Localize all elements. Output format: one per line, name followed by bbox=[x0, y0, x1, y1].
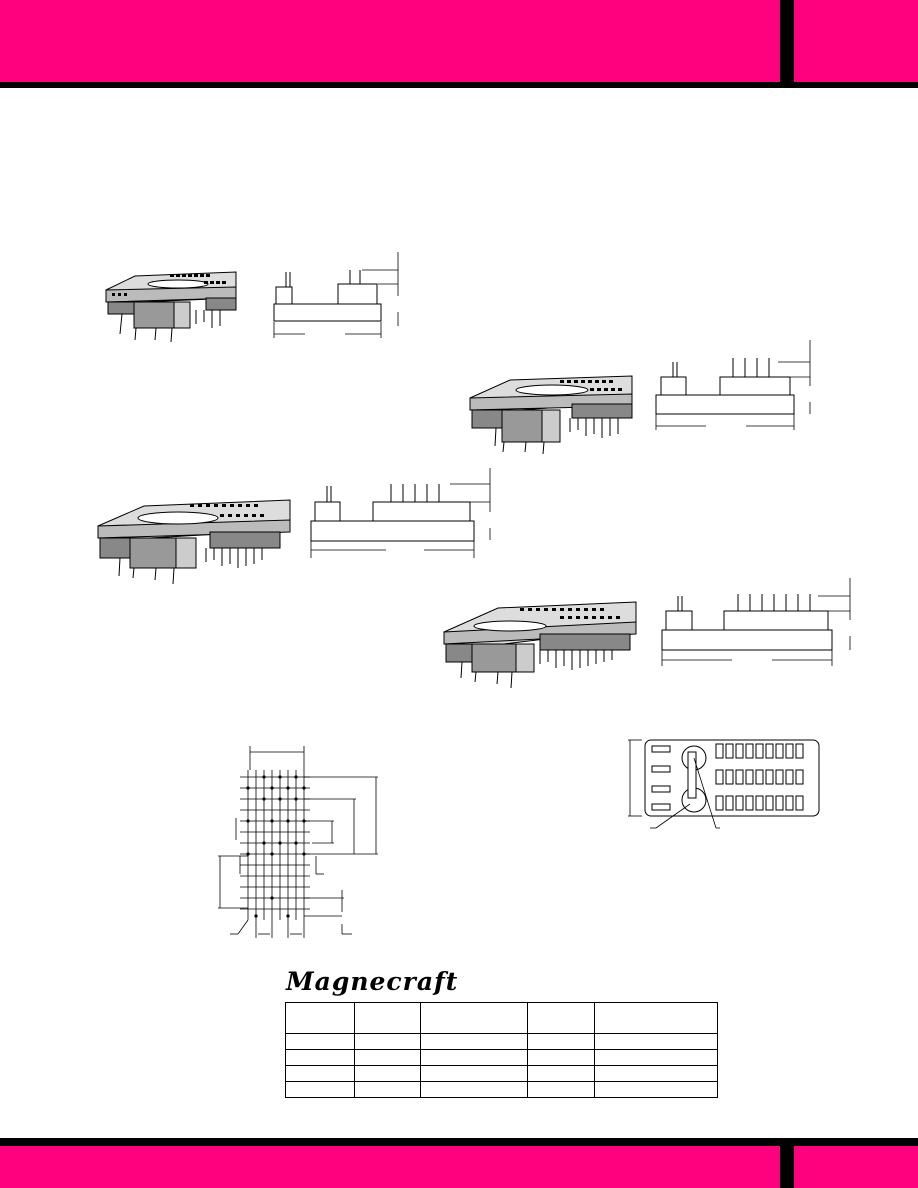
table-cell bbox=[594, 1033, 718, 1050]
table-cell bbox=[420, 1065, 528, 1082]
table-cell bbox=[285, 1049, 355, 1066]
table-cell bbox=[594, 1081, 718, 1098]
table-cell bbox=[285, 1002, 355, 1034]
top-header-band bbox=[0, 0, 918, 88]
side-view-4 bbox=[661, 578, 851, 666]
table-cell bbox=[420, 1033, 528, 1050]
side-view-1 bbox=[273, 252, 399, 338]
footer-side-panel bbox=[794, 1146, 918, 1188]
socket-top-view bbox=[628, 739, 820, 829]
header-side-panel bbox=[794, 0, 918, 82]
table-cell bbox=[354, 1002, 421, 1034]
footer-main-panel bbox=[0, 1146, 780, 1188]
table-cell bbox=[354, 1065, 421, 1082]
table-cell bbox=[594, 1002, 718, 1034]
socket-illustration-1 bbox=[105, 271, 237, 343]
table-cell bbox=[594, 1065, 718, 1082]
table-cell bbox=[285, 1081, 355, 1098]
socket-illustration-2 bbox=[469, 375, 633, 455]
table-cell bbox=[527, 1081, 595, 1098]
table-row bbox=[285, 1081, 718, 1098]
header-main-panel bbox=[0, 0, 780, 82]
table-cell bbox=[354, 1033, 421, 1050]
side-view-2 bbox=[655, 340, 811, 430]
table-cell bbox=[354, 1049, 421, 1066]
table-row bbox=[285, 1065, 718, 1082]
table-cell bbox=[420, 1002, 528, 1034]
table-cell bbox=[527, 1065, 595, 1082]
table-cell bbox=[527, 1033, 595, 1050]
pcb-mounting-grid bbox=[218, 746, 378, 938]
table-cell bbox=[420, 1081, 528, 1098]
spec-table bbox=[285, 1002, 718, 1098]
table-cell bbox=[527, 1002, 595, 1034]
table-cell bbox=[285, 1033, 355, 1050]
table-cell bbox=[354, 1081, 421, 1098]
table-row bbox=[285, 1033, 718, 1050]
table-header-row bbox=[285, 1002, 718, 1034]
side-view-3 bbox=[310, 468, 491, 558]
socket-illustration-3 bbox=[97, 499, 291, 585]
table-cell bbox=[594, 1049, 718, 1066]
socket-illustration-4 bbox=[443, 601, 637, 689]
table-cell bbox=[285, 1065, 355, 1082]
brand-logo: Magnecraft bbox=[286, 967, 459, 996]
bottom-footer-band bbox=[0, 1138, 918, 1188]
table-cell bbox=[420, 1049, 528, 1066]
table-row bbox=[285, 1049, 718, 1066]
pcb-hole-markers bbox=[246, 775, 306, 918]
table-cell bbox=[527, 1049, 595, 1066]
